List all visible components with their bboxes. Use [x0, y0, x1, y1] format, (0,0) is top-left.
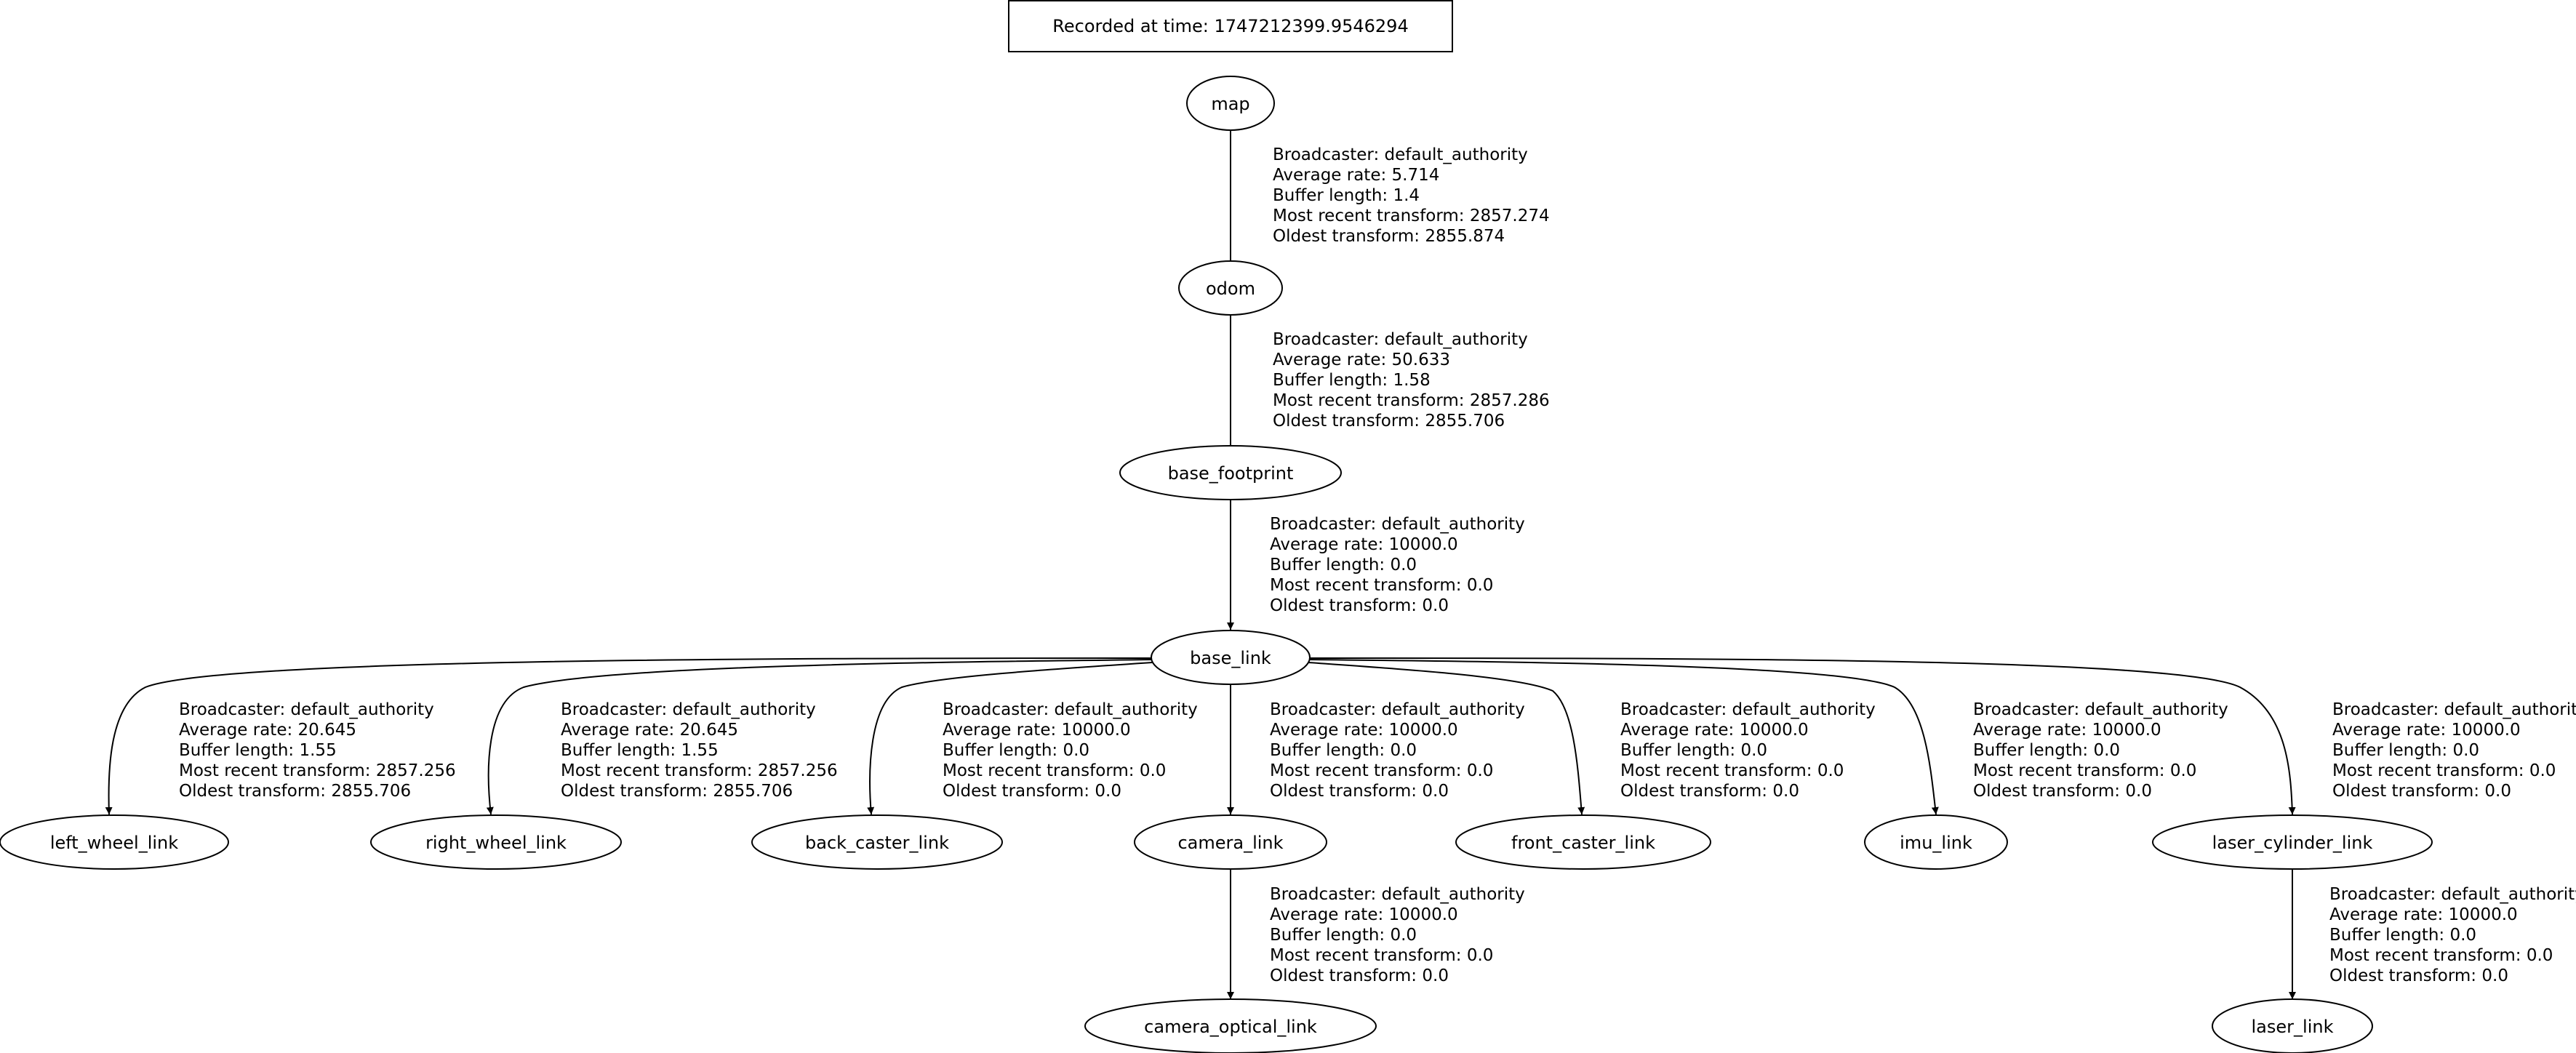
edge-label-base-link-laser-cylinder-link: Broadcaster: default_authority Average r… — [2332, 700, 2576, 801]
node-label-base-footprint: base_footprint — [1168, 463, 1294, 484]
edge-base-link-right-wheel-link — [486, 659, 1157, 815]
edge-label-map-odom: Broadcaster: default_authority Average r… — [1273, 145, 1555, 246]
node-right-wheel-link[interactable]: right_wheel_link — [370, 814, 622, 870]
edge-base-link-back-caster-link — [867, 661, 1164, 815]
node-label-base-link: base_link — [1190, 648, 1271, 668]
recorded-time-label: Recorded at time: 1747212399.9546294 — [1052, 16, 1408, 36]
edge-labels: Broadcaster: default_authority Average r… — [179, 145, 2576, 985]
edge-base-link-laser-cylinder-link — [1306, 657, 2296, 815]
node-map[interactable]: map — [1186, 76, 1275, 131]
edge-label-base-link-back-caster-link: Broadcaster: default_authority Average r… — [943, 700, 1203, 801]
node-label-camera-optical-link: camera_optical_link — [1144, 1017, 1317, 1037]
node-camera-optical-link[interactable]: camera_optical_link — [1084, 998, 1377, 1053]
edge-base-link-left-wheel-link — [105, 657, 1156, 815]
node-label-odom: odom — [1206, 279, 1255, 299]
node-imu-link[interactable]: imu_link — [1864, 814, 2008, 870]
node-base-link[interactable]: base_link — [1151, 630, 1311, 685]
node-laser-link[interactable]: laser_link — [2212, 998, 2373, 1053]
node-label-map: map — [1211, 94, 1249, 114]
edge-label-laser-cylinder-link-laser-link: Broadcaster: default_authority Average r… — [2329, 885, 2576, 985]
node-label-imu-link: imu_link — [1900, 833, 1972, 853]
node-label-right-wheel-link: right_wheel_link — [425, 833, 567, 853]
edge-label-base-link-left-wheel-link: Broadcaster: default_authority Average r… — [179, 700, 461, 801]
node-label-front-caster-link: front_caster_link — [1511, 833, 1655, 853]
edge-label-camera-link-camera-optical-link: Broadcaster: default_authority Average r… — [1270, 885, 1530, 985]
edge-label-base-link-right-wheel-link: Broadcaster: default_authority Average r… — [561, 700, 843, 801]
edge-label-base-footprint-base-link: Broadcaster: default_authority Average r… — [1270, 515, 1530, 615]
node-left-wheel-link[interactable]: left_wheel_link — [0, 814, 229, 870]
edge-label-base-link-front-caster-link: Broadcaster: default_authority Average r… — [1620, 700, 1881, 801]
edge-base-link-imu-link — [1305, 659, 1939, 815]
node-back-caster-link[interactable]: back_caster_link — [751, 814, 1003, 870]
node-label-back-caster-link: back_caster_link — [805, 833, 949, 853]
node-base-footprint[interactable]: base_footprint — [1119, 445, 1342, 500]
edges — [105, 130, 2296, 999]
edge-label-base-link-camera-link: Broadcaster: default_authority Average r… — [1270, 700, 1530, 801]
node-camera-link[interactable]: camera_link — [1134, 814, 1327, 870]
node-odom[interactable]: odom — [1178, 260, 1283, 316]
edge-base-link-front-caster-link — [1297, 661, 1585, 815]
recorded-time-box: Recorded at time: 1747212399.9546294 — [1008, 0, 1453, 52]
node-label-left-wheel-link: left_wheel_link — [50, 833, 178, 853]
node-front-caster-link[interactable]: front_caster_link — [1455, 814, 1711, 870]
edge-label-base-link-imu-link: Broadcaster: default_authority Average r… — [1973, 700, 2233, 801]
nodes: map odom base_footprint base_link left_w… — [0, 76, 2433, 1053]
node-label-camera-link: camera_link — [1177, 833, 1283, 853]
node-label-laser-link: laser_link — [2252, 1017, 2334, 1037]
node-laser-cylinder-link[interactable]: laser_cylinder_link — [2152, 814, 2433, 870]
node-label-laser-cylinder-link: laser_cylinder_link — [2212, 833, 2373, 853]
edge-label-odom-base-footprint: Broadcaster: default_authority Average r… — [1273, 330, 1555, 431]
